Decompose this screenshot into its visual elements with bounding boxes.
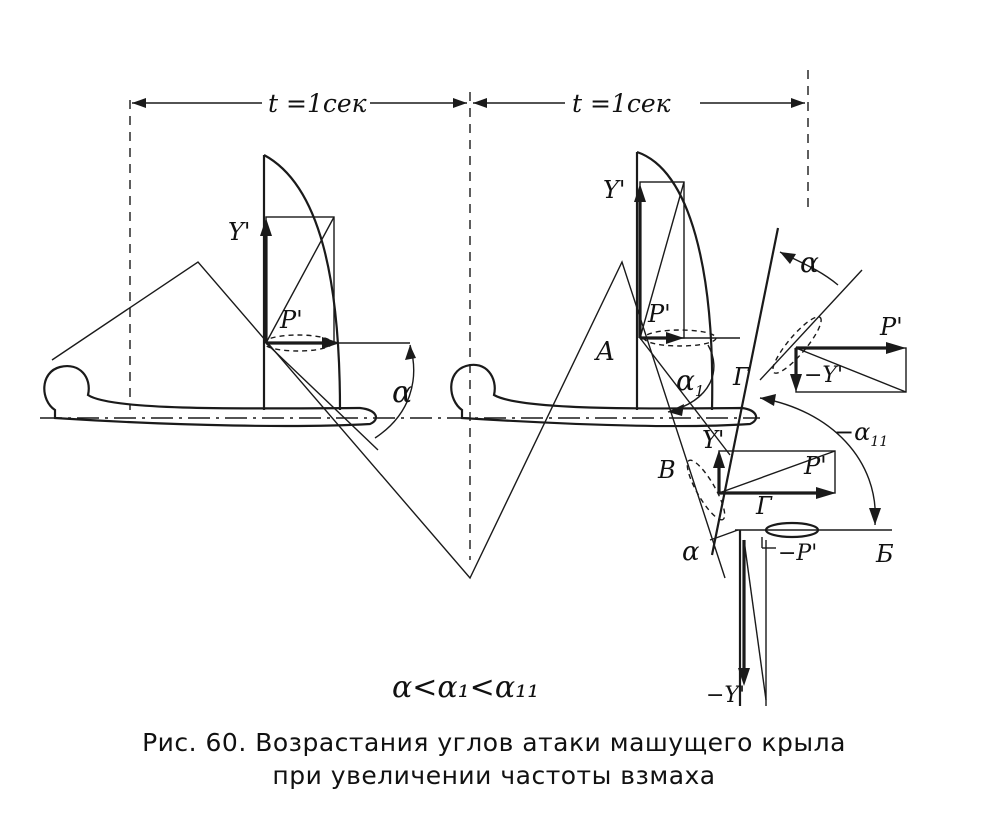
- time-dimension-left: [132, 98, 467, 108]
- neg-Y-bottom: −Y': [706, 683, 745, 708]
- alpha-arc-low: [709, 529, 739, 541]
- stroke-line: [710, 227, 780, 556]
- neg-P-label: −P': [778, 541, 817, 566]
- point-B: В: [657, 456, 676, 484]
- wing-section-horizontal: [764, 521, 820, 539]
- wing-right: [635, 150, 714, 411]
- velocity-rect-left: [260, 216, 410, 451]
- alpha1-label: α1: [676, 364, 704, 400]
- y-prime-left: Y': [228, 218, 250, 246]
- alpha-low: α: [682, 537, 700, 567]
- time-label-right: t =1сек: [572, 89, 671, 118]
- gamma-label-lower: Г: [755, 492, 773, 520]
- wingtip-trajectory: [51, 260, 726, 580]
- alpha11-label: −α11: [834, 418, 888, 450]
- time-label-left: t =1сек: [268, 89, 367, 118]
- wing-left: [262, 154, 342, 411]
- figure-caption-line1: Рис. 60. Возрастания углов атаки машущег…: [142, 728, 846, 757]
- wing-downstroke: [738, 530, 767, 706]
- bird-body-left: [43, 364, 378, 428]
- P-prime-rightmost: P': [879, 313, 903, 341]
- wing-section-lower: [686, 459, 726, 521]
- angle-inequality: α<α₁<α₁₁: [392, 670, 539, 705]
- point-A: A: [594, 337, 615, 367]
- bird-body-right: [450, 363, 758, 428]
- p-prime-lower: P': [803, 452, 827, 480]
- neg-Y-prime-right: −Y': [804, 363, 843, 388]
- alpha-left: α: [392, 375, 412, 410]
- p-prime-right: P': [647, 300, 671, 328]
- velocity-rect-right: [634, 181, 740, 456]
- force-rect-lower: [713, 450, 836, 499]
- y-prime-right: Y': [603, 176, 625, 204]
- p-prime-left: P': [279, 306, 303, 334]
- alpha-top: α: [800, 246, 819, 279]
- time-dimension-right: [473, 98, 805, 108]
- alpha11-arc: [759, 397, 876, 526]
- chord-line-upper: [759, 269, 863, 381]
- time-marker-lines: [129, 70, 809, 560]
- force-rect-right: [790, 342, 907, 393]
- figure-caption-line2: при увеличении частоты взмаха: [272, 761, 716, 790]
- y-prime-lower: Y': [702, 426, 724, 454]
- point-Bb: Б: [875, 540, 894, 568]
